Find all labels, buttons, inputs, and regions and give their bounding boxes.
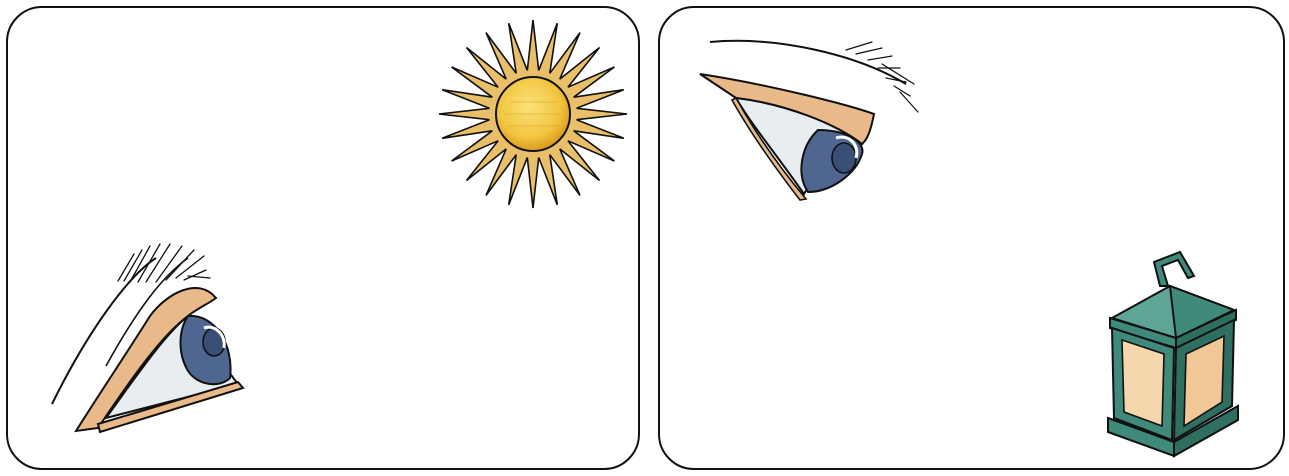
sun-icon bbox=[438, 14, 628, 214]
eye-icon bbox=[696, 34, 936, 209]
lantern-icon bbox=[1098, 246, 1248, 464]
eye-icon bbox=[38, 236, 248, 441]
panel-left bbox=[6, 6, 640, 470]
panel-right bbox=[658, 6, 1285, 470]
